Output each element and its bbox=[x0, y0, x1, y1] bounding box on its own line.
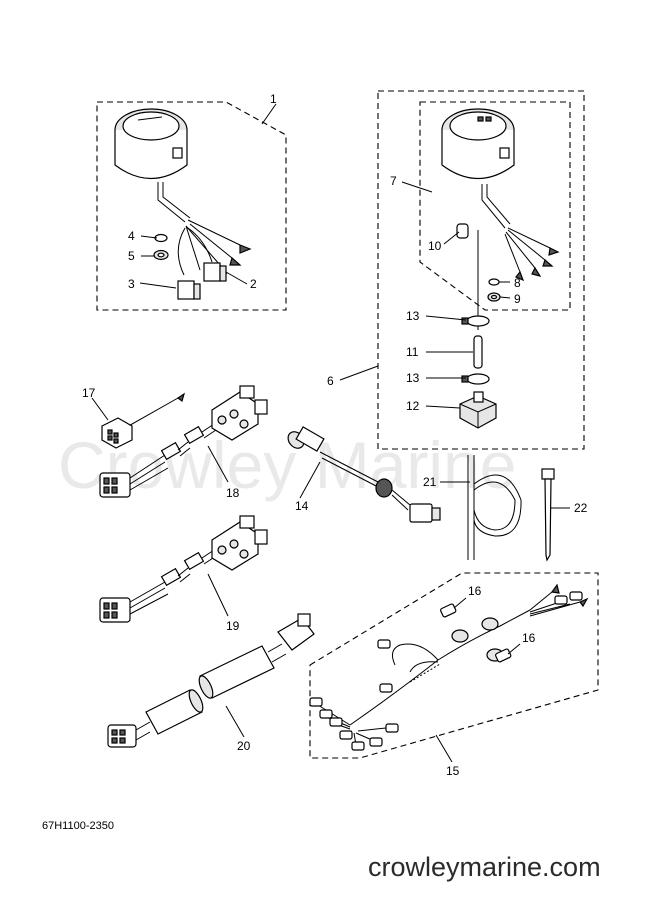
callout-17: 17 bbox=[82, 386, 96, 400]
callout-13-lower: 13 bbox=[406, 371, 420, 385]
connector-17 bbox=[101, 392, 186, 449]
callout-9: 9 bbox=[514, 292, 521, 306]
callout-5: 5 bbox=[128, 249, 135, 263]
callout-18: 18 bbox=[226, 486, 240, 500]
hose-21 bbox=[467, 455, 522, 560]
washer-8 bbox=[488, 278, 500, 286]
clamp-13-upper bbox=[461, 315, 490, 327]
pipe-11 bbox=[473, 335, 483, 369]
clamp-13-lower bbox=[461, 373, 490, 385]
callout-22: 22 bbox=[574, 501, 588, 515]
callout-11: 11 bbox=[406, 345, 419, 359]
callout-7: 7 bbox=[390, 174, 397, 188]
harness-18 bbox=[99, 385, 268, 498]
wire-harness-7 bbox=[504, 227, 560, 282]
callout-20: 20 bbox=[237, 739, 251, 753]
sensor-12 bbox=[459, 391, 497, 429]
callout-13-upper: 13 bbox=[406, 309, 420, 323]
callout-numbers: 1 2 3 4 5 6 7 8 9 10 11 12 13 13 14 15 1… bbox=[82, 92, 588, 778]
terminal-16-upper bbox=[440, 603, 457, 618]
callout-8: 8 bbox=[514, 276, 521, 290]
site-url[interactable]: crowleymarine.com bbox=[368, 852, 601, 882]
group-7-outline bbox=[419, 101, 571, 311]
nut-9 bbox=[487, 292, 501, 302]
callout-14: 14 bbox=[295, 499, 309, 513]
connector-3 bbox=[177, 280, 201, 300]
callout-16-upper: 16 bbox=[468, 584, 482, 598]
connector-2 bbox=[203, 262, 227, 282]
group-15-outline bbox=[309, 572, 599, 759]
callout-6: 6 bbox=[327, 374, 334, 388]
harness-15 bbox=[309, 583, 589, 751]
gauge-1[interactable] bbox=[114, 108, 191, 223]
callout-1: 1 bbox=[270, 92, 277, 106]
callout-3: 3 bbox=[128, 277, 135, 291]
diagram-code: 67H1100-2350 bbox=[42, 820, 114, 832]
sleeve-10 bbox=[456, 223, 469, 239]
group-6-outline bbox=[377, 90, 585, 450]
harness-19 bbox=[99, 515, 268, 623]
callout-10: 10 bbox=[428, 239, 442, 253]
callout-12: 12 bbox=[406, 399, 420, 413]
watermark: Crowley Marine bbox=[58, 428, 516, 502]
leader-lines bbox=[91, 103, 570, 763]
callout-19: 19 bbox=[226, 619, 240, 633]
nut-5 bbox=[153, 249, 169, 261]
harness-14 bbox=[287, 426, 441, 523]
callout-16-lower: 16 bbox=[522, 631, 536, 645]
callout-4: 4 bbox=[128, 229, 135, 243]
group-1-outline bbox=[96, 101, 287, 311]
callout-15: 15 bbox=[446, 764, 460, 778]
extension-harness-20 bbox=[107, 613, 315, 748]
callout-2: 2 bbox=[250, 277, 257, 291]
cable-tie-22 bbox=[541, 468, 555, 562]
gauge-7[interactable] bbox=[441, 108, 515, 229]
callout-21: 21 bbox=[423, 475, 437, 489]
